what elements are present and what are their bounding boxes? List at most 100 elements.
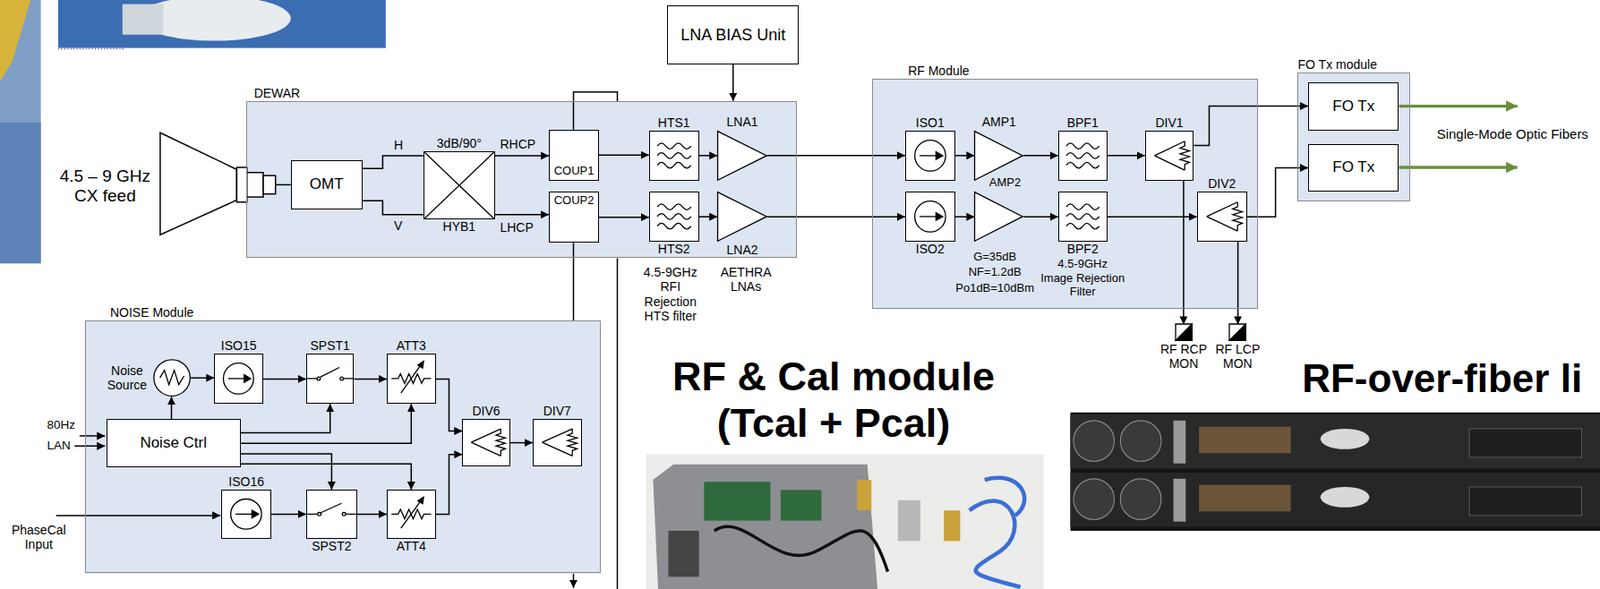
signal-connector [240,463,411,490]
iso-stroke [244,375,251,384]
att-graphic [387,490,436,539]
photo-detail [1070,472,1600,527]
signal-connector [955,215,976,218]
signal-connector [171,396,173,420]
att-graphic [387,354,436,403]
cal-wire [573,242,574,321]
signal-connector [190,376,214,379]
input-wire [79,435,105,437]
horn-feed [160,132,237,235]
photo-detail [1073,479,1115,521]
signal-connector [767,215,906,218]
wire [275,184,291,186]
filter-symbol: BPF1 [1058,130,1108,181]
component-label: OMT [291,175,362,194]
waveguide [263,175,276,195]
divider-symbol: DIV2 [1197,191,1248,242]
isolator-symbol: ISO15 [213,353,264,404]
photo-detail [0,122,42,264]
component-label: ATT3 [396,338,427,353]
photo-detail [122,4,164,35]
mon-graphic [1229,324,1246,341]
component-label: COUP1 [549,164,599,179]
div-graphic [533,419,582,465]
signal-connector [955,154,976,157]
photo-detail [1320,487,1370,508]
att-stroke [401,365,421,394]
signal-connector [240,403,331,433]
att-stroke [418,496,424,504]
amplifier-symbol: LNA2 [717,191,768,242]
process-box: COUP1 [548,129,599,181]
signal-connector [699,154,719,157]
iso-graphic [906,192,955,241]
photo-detail [984,478,1025,516]
signal-connector [767,154,906,157]
amplifier-symbol: AMP2 [974,191,1024,242]
divider-symbol: DIV1 [1145,130,1195,181]
signal-connector [357,513,387,516]
photo-caption: RF & Cal module (Tcal + Pcal) [650,353,1018,447]
circle-graphic [153,359,191,397]
tri-stroke [718,192,768,242]
component-label: ISO2 [915,241,945,257]
filter-graphic [650,192,699,241]
signal-name: LAN [46,438,70,454]
isolator-symbol: ISO1 [905,130,956,181]
module-heading: FO Tx module [1298,57,1378,72]
module-heading: DEWAR [254,85,301,101]
module-panel: NOISE ModuleNoise SourceISO15SPST1ATT3No… [85,320,602,574]
component-label: DIV7 [543,403,572,419]
photo-detail [667,530,699,577]
div-graphic [462,419,510,465]
photo-detail [1198,485,1292,513]
component-label: LNA1 [727,114,759,129]
optic-fiber [1398,104,1517,108]
cal-wire [573,573,574,589]
sw-stroke [316,376,321,381]
signal-connector [362,200,424,214]
signal-connector [598,154,650,156]
component-label: ISO1 [915,115,945,130]
sw-stroke [342,513,346,517]
photo-detail [1173,420,1187,464]
process-box: FO Tx [1308,82,1399,131]
filter-note: 4.5-9GHz [1057,257,1108,272]
component-label: DIV2 [1207,176,1236,191]
component-label: FO Tx [1309,97,1398,116]
edge-label: RHCP [499,136,536,152]
component-label: SPST2 [311,539,351,554]
component-label: AMP1 [982,114,1017,129]
component-label: DIV6 [471,403,500,419]
module-heading: NOISE Module [110,305,194,320]
iso-stroke [935,151,943,160]
photo-detail [1120,479,1162,521]
spec-value: Po1dB=10dBm [955,282,1035,296]
tri-stroke [718,130,768,180]
iso-stroke [228,378,246,380]
divider-symbol: DIV6 [462,419,511,466]
component-label: DIV1 [1155,115,1183,130]
tri-stroke [975,130,1024,180]
module-fill [872,78,1258,310]
signal-connector [1023,154,1059,157]
component-label: COUP2 [549,194,599,208]
photo-detail [969,501,1021,588]
signal-connector [732,64,735,102]
iso-stroke [223,363,255,394]
monitor-port: RF RCP MON [1175,324,1192,341]
isolator-symbol: ISO2 [905,191,956,242]
att-stroke [418,361,424,369]
input-wire [56,514,221,516]
filter-stroke [657,204,692,230]
component-label: LNA2 [727,242,759,257]
component-label: Noise Source [105,363,149,393]
signal-connector [263,378,307,381]
component-label: AMP2 [989,176,1021,190]
feed-label: 4.5 – 9 GHz CX feed [56,166,154,206]
iso-stroke [235,513,253,515]
attenuator-symbol: ATT3 [386,353,437,404]
lna-note: AETHRA LNAs [718,265,774,294]
